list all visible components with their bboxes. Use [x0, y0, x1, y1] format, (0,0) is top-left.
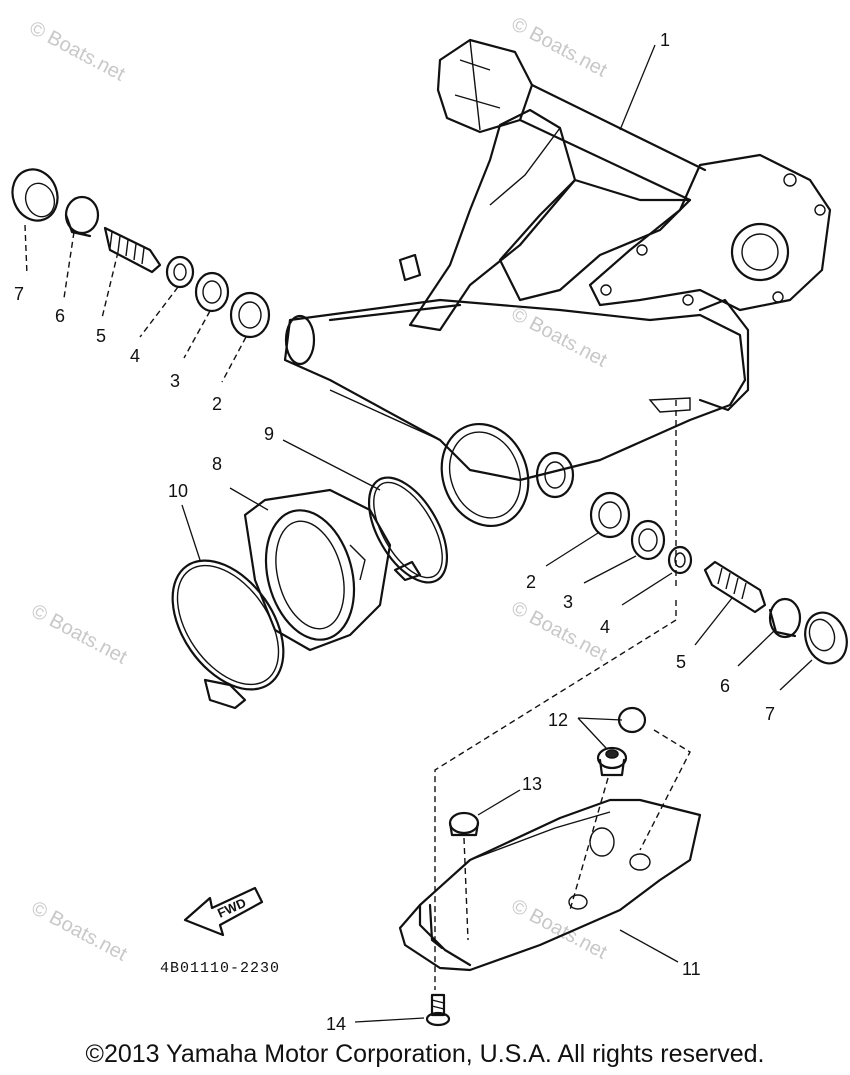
watermark: © Boats.net	[508, 597, 611, 666]
copyright-notice: ©2013 Yamaha Motor Corporation, U.S.A. A…	[85, 1040, 765, 1068]
callout-9: 9	[264, 424, 274, 444]
callout-7-left: 7	[14, 284, 24, 304]
skid-plate-assembly	[398, 706, 702, 1027]
callout-4-right: 4	[600, 617, 610, 637]
callout-7-right: 7	[765, 704, 775, 724]
callout-11: 11	[682, 959, 701, 979]
callout-1: 1	[660, 30, 670, 50]
callout-3-left: 3	[170, 371, 180, 391]
forward-arrow-icon: FWD	[183, 886, 264, 937]
callout-6-left: 6	[55, 306, 65, 326]
callouts: 1 7 6 5 4 3 2 9 8 10 2 3 4 5 6 7 12 13 1…	[14, 30, 775, 1034]
watermark: © Boats.net	[26, 17, 129, 86]
swing-arm	[283, 38, 832, 528]
callout-4-left: 4	[130, 346, 140, 366]
watermark: © Boats.net	[508, 13, 611, 82]
watermark: © Boats.net	[28, 600, 131, 669]
leader-lines	[24, 44, 813, 1023]
callout-5-left: 5	[96, 326, 106, 346]
dust-boot-assembly	[171, 476, 449, 710]
part-code: 4B01110-2230	[160, 960, 280, 977]
callout-6-right: 6	[720, 676, 730, 696]
callout-14: 14	[326, 1014, 346, 1034]
callout-10: 10	[168, 481, 188, 501]
right-bearing-stack	[589, 491, 848, 665]
callout-12: 12	[548, 710, 568, 730]
callout-5-right: 5	[676, 652, 686, 672]
callout-2-right: 2	[526, 572, 536, 592]
watermark: © Boats.net	[28, 897, 131, 966]
callout-2-left: 2	[212, 394, 222, 414]
watermarks: © Boats.net © Boats.net © Boats.net © Bo…	[26, 13, 611, 966]
callout-8: 8	[212, 454, 222, 474]
callout-3-right: 3	[563, 592, 573, 612]
fwd-label: FWD	[215, 895, 248, 921]
watermark: © Boats.net	[508, 895, 611, 964]
callout-13: 13	[522, 774, 542, 794]
left-bearing-stack	[11, 168, 271, 339]
